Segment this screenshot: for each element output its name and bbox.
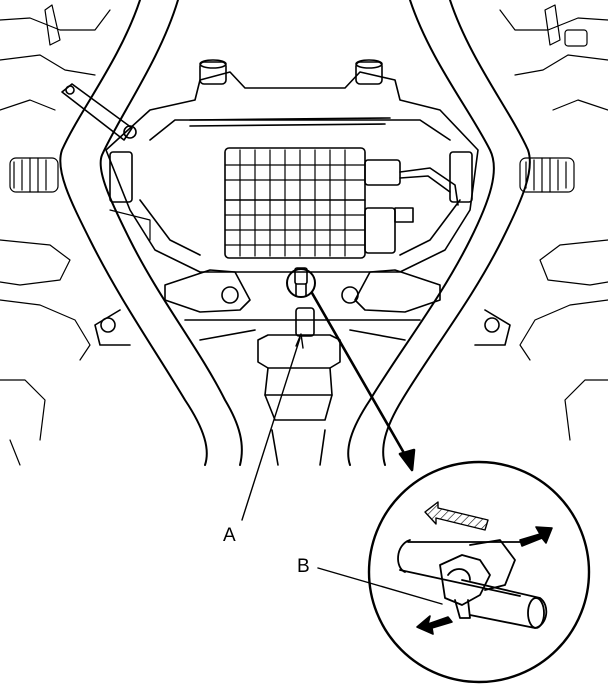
leader-line-a: [241, 337, 301, 521]
small-hose-clip: [294, 267, 308, 297]
upper-left-bracket: [61, 83, 137, 141]
left-suspension-background: [0, 4, 151, 466]
detail-view-circle: [367, 460, 591, 684]
rear-subframe: [105, 59, 479, 273]
right-suspension-background: [499, 4, 608, 441]
callout-leader-arrow: [310, 291, 416, 472]
evap-canister: [189, 117, 459, 259]
frame-member-right: [347, 0, 531, 466]
label-b: B: [297, 556, 310, 577]
callout-source-circle: [286, 268, 316, 298]
label-a: A: [223, 525, 236, 546]
push-direction-arrow-icon: [424, 501, 489, 531]
leader-line-b: [317, 567, 443, 605]
lower-mount-brackets: [94, 269, 511, 346]
release-direction-arrow-icon: [416, 526, 553, 635]
frame-member-left: [59, 0, 243, 466]
fuel-hose-assembly: [257, 307, 341, 466]
